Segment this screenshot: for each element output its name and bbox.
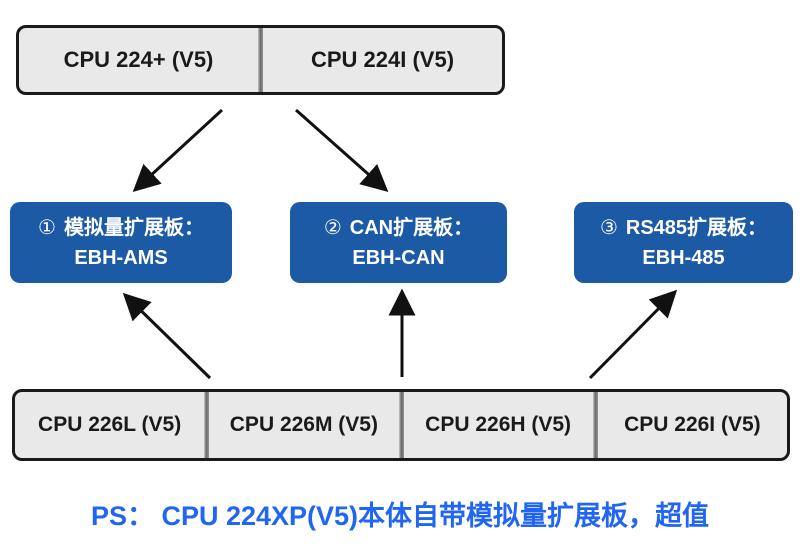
cpu-226m-cell: CPU 226M (V5)	[209, 392, 398, 458]
board-485-number: ③	[599, 216, 618, 239]
cpu-224plus-label: CPU 224+ (V5)	[63, 47, 214, 72]
cpu-226h-cell: CPU 226H (V5)	[404, 392, 593, 458]
arrow-cpu226-to-485	[588, 289, 678, 380]
board-ams-number: ①	[38, 216, 56, 239]
cpu-224i-cell: CPU 224I (V5)	[263, 28, 502, 92]
board-can-title: CAN扩展板：	[349, 216, 474, 239]
board-ams-title: 模拟量扩展板：	[63, 216, 204, 239]
cpu-224plus-cell: CPU 224+ (V5)	[19, 28, 258, 92]
board-485-title: RS485扩展板：	[625, 216, 768, 239]
cpu-226i-label: CPU 226I (V5)	[624, 413, 761, 436]
cell-divider	[204, 392, 210, 458]
expansion-board-ams: ① 模拟量扩展板： EBH-AMS	[10, 202, 232, 283]
board-485-model: EBH-485	[642, 246, 725, 269]
board-can-title-line: ② CAN扩展板：	[324, 213, 473, 243]
cpu-224i-label: CPU 224I (V5)	[310, 47, 455, 72]
expansion-board-can: ② CAN扩展板： EBH-CAN	[290, 202, 507, 283]
cell-divider	[398, 392, 404, 458]
board-485-title-line: ③ RS485扩展板：	[600, 213, 767, 243]
cpu-226i-cell: CPU 226I (V5)	[598, 392, 787, 458]
cell-divider	[592, 392, 598, 458]
cpu-224-group-box: CPU 224+ (V5) CPU 224I (V5)	[16, 25, 505, 95]
cpu-226l-label: CPU 226L (V5)	[38, 413, 182, 436]
board-can-number: ②	[323, 216, 342, 239]
arrow-cpu224-to-can	[295, 108, 389, 192]
cpu-226m-label: CPU 226M (V5)	[229, 413, 378, 436]
expansion-board-485: ③ RS485扩展板： EBH-485	[574, 202, 793, 283]
cpu-226-group-box: CPU 226L (V5) CPU 226M (V5) CPU 226H (V5…	[12, 389, 790, 461]
arrow-cpu224-to-ams	[132, 108, 224, 193]
board-can-model: EBH-CAN	[352, 246, 445, 269]
ps-footnote: PS： CPU 224XP(V5)本体自带模拟量扩展板，超值	[90, 501, 710, 531]
arrow-cpu226-to-ams	[122, 292, 212, 380]
cpu-226h-label: CPU 226H (V5)	[425, 413, 572, 436]
board-ams-model: EBH-AMS	[74, 246, 168, 269]
board-ams-title-line: ① 模拟量扩展板：	[38, 213, 204, 243]
cell-divider	[258, 28, 263, 92]
cpu-226l-cell: CPU 226L (V5)	[15, 392, 204, 458]
